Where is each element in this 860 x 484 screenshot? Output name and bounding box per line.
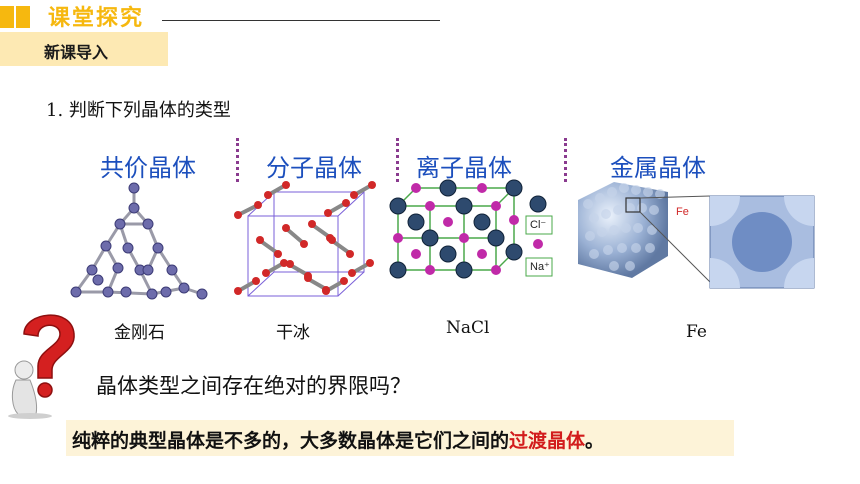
thinking-person-question-icon <box>8 314 75 419</box>
diamond-structure-image <box>70 182 208 300</box>
category-covalent: 共价晶体 <box>100 154 196 182</box>
answer-text: 纯粹的典型晶体是不多的，大多数晶体是它们之间的过渡晶体。 <box>72 426 604 453</box>
dry-ice-structure-image <box>234 181 376 297</box>
category-metallic: 金属晶体 <box>610 154 706 182</box>
category-molecular: 分子晶体 <box>266 154 362 182</box>
answer-highlight: 过渡晶体 <box>509 430 586 452</box>
fe-inset-label: Fe <box>676 206 689 218</box>
category-ionic: 离子晶体 <box>416 154 512 182</box>
divider <box>236 138 239 182</box>
example-fe: Fe <box>686 322 707 342</box>
iron-structure-image <box>578 182 815 289</box>
example-dry-ice: 干冰 <box>276 323 310 343</box>
divider <box>564 138 567 182</box>
section-title: 课堂探究 <box>48 6 145 31</box>
cl-ion-label: Cl⁻ <box>530 219 547 231</box>
question-1: 1. 判断下列晶体的类型 <box>46 100 231 121</box>
answer-box: 纯粹的典型晶体是不多的，大多数晶体是它们之间的过渡晶体。 <box>66 420 734 456</box>
header-decor <box>0 6 32 28</box>
title-underline <box>162 20 440 21</box>
example-diamond: 金刚石 <box>114 323 165 343</box>
divider <box>396 138 399 182</box>
question-2: 晶体类型之间存在绝对的界限吗？ <box>96 374 411 398</box>
new-lesson-tag: 新课导入 <box>0 32 168 66</box>
answer-text-end: 。 <box>585 430 605 452</box>
answer-text-main: 纯粹的典型晶体是不多的，大多数晶体是它们之间的 <box>72 430 510 452</box>
example-nacl: NaCl <box>446 318 490 338</box>
nacl-structure-image <box>389 179 553 279</box>
na-ion-label: Na⁺ <box>530 261 550 273</box>
new-lesson-label: 新课导入 <box>44 43 109 62</box>
